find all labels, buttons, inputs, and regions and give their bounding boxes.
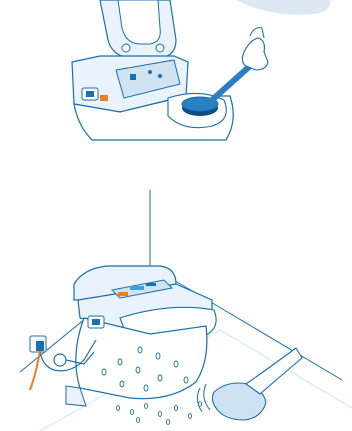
wipe-motion-line bbox=[197, 388, 202, 412]
orange-cable bbox=[30, 351, 40, 390]
arm bbox=[246, 348, 302, 394]
bottom-side-socket-inner bbox=[92, 319, 100, 325]
wall-plug bbox=[36, 341, 44, 351]
control-orange bbox=[118, 292, 128, 296]
floor-water-drops bbox=[116, 402, 201, 425]
control-dark bbox=[146, 283, 156, 286]
water-valve bbox=[54, 354, 66, 366]
control-highlight bbox=[130, 286, 144, 290]
wipe-motion-line bbox=[204, 384, 210, 410]
